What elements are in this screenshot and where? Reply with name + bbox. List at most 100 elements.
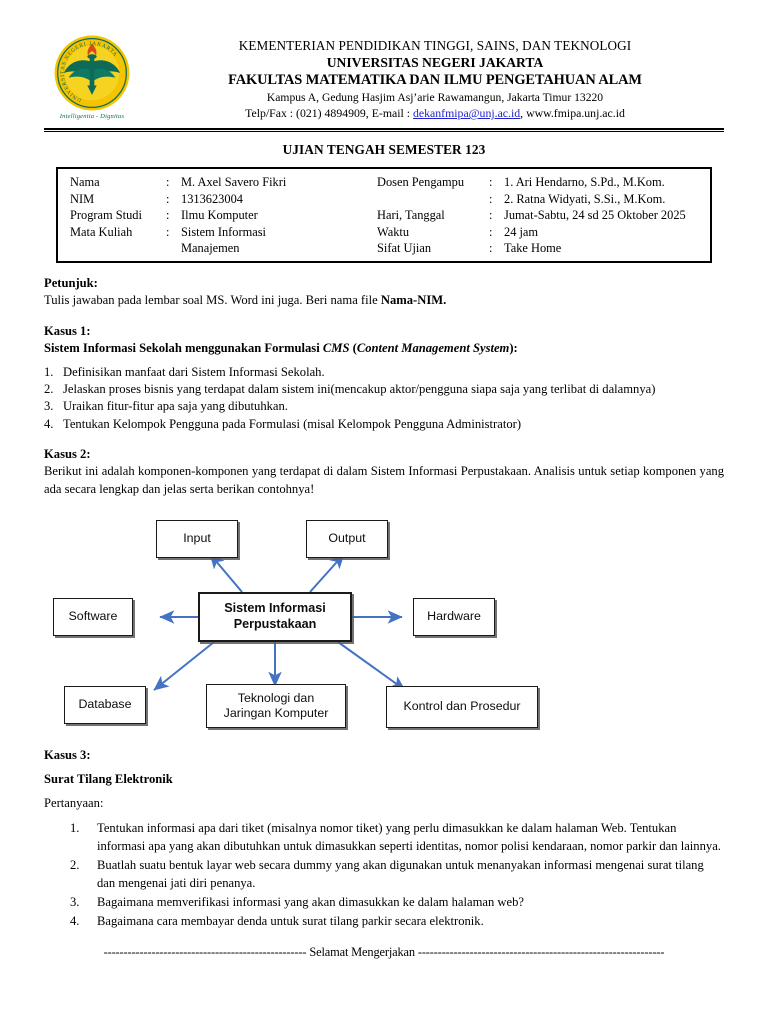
list-item: 2. Jelaskan proses bisnis yang terdapat … [44, 381, 724, 398]
node-label: Output [328, 531, 366, 546]
info-value: Manajemen [181, 240, 240, 255]
university-line: UNIVERSITAS NEGERI JAKARTA [326, 54, 544, 70]
info-value: Jumat-Sabtu, 24 sd 25 Oktober 2025 [504, 208, 686, 223]
footer-closing: ----------------------------------------… [44, 945, 724, 960]
node-label-line2: Jaringan Komputer [223, 705, 329, 720]
info-label: Waktu [377, 224, 410, 239]
university-seal-icon: UNIVERSITAS NEGERI JAKARTA [54, 35, 130, 111]
info-colon: : [166, 224, 170, 239]
info-colon: : [166, 208, 170, 223]
table-row: NIM : 1313623004 : 2. Ratna Widyati, S.S… [58, 191, 710, 207]
diagram-node-input: Input [156, 519, 238, 558]
info-label: Dosen Pengampu [377, 175, 465, 190]
info-value: 1313623004 [181, 191, 243, 206]
list-item: 1. Definisikan manfaat dari Sistem Infor… [44, 364, 724, 381]
list-number: 2. [44, 382, 54, 397]
diagram-node-teknologi: Teknologi dan Jaringan Komputer [206, 683, 346, 728]
list-number: 4. [44, 416, 54, 431]
node-label: Hardware [427, 609, 481, 624]
exam-info-box: Nama : M. Axel Savero Fikri Dosen Pengam… [56, 167, 712, 264]
kasus1-sub-a: Sistem Informasi Sekolah menggunakan For… [44, 340, 323, 355]
list-number: 1. [70, 821, 80, 836]
kasus3-subheading: Surat Tilang Elektronik [44, 771, 173, 786]
list-text: Buatlah suatu bentuk layar web secara du… [97, 858, 704, 890]
info-colon: : [489, 224, 493, 239]
node-label-line1: Teknologi dan [237, 690, 315, 705]
letterhead: UNIVERSITAS NEGERI JAKARTA Intelligentia… [44, 0, 724, 122]
contact-suffix: , www.fmipa.unj.ac.id [520, 106, 625, 121]
node-label: Kontrol dan Prosedur [403, 699, 521, 714]
kasus1-heading: Kasus 1: [44, 323, 91, 338]
logo-motto: Intelligentia - Dignitas [59, 113, 125, 120]
petunjuk-filename: Nama-NIM. [380, 293, 447, 308]
list-item: 1. Tentukan informasi apa dari tiket (mi… [70, 820, 724, 856]
info-colon: : [489, 191, 493, 206]
info-label: NIM [70, 191, 95, 206]
contact-prefix: Telp/Fax : (021) 4894909, E-mail : [245, 106, 413, 121]
kasus3-question-label: Pertanyaan: [44, 795, 104, 810]
kasus1-sub-b: ( [349, 340, 357, 355]
diagram-arrows [153, 553, 406, 691]
ministry-line: KEMENTERIAN PENDIDIKAN TINGGI, SAINS, DA… [238, 38, 632, 53]
diagram-node-center: Sistem Informasi Perpustakaan [198, 591, 352, 642]
letterhead-text: KEMENTERIAN PENDIDIKAN TINGGI, SAINS, DA… [140, 30, 724, 122]
list-item: 4. Tentukan Kelompok Pengguna pada Formu… [44, 416, 724, 433]
node-label: Input [183, 531, 211, 546]
table-row: Manajemen Sifat Ujian : Take Home [58, 240, 710, 256]
list-number: 3. [44, 399, 54, 414]
kasus2-intro: Berikut ini adalah komponen-komponen yan… [44, 464, 724, 496]
info-colon: : [489, 240, 493, 255]
kasus1-subheading: Sistem Informasi Sekolah menggunakan For… [44, 340, 724, 357]
diagram-node-hardware: Hardware [413, 597, 495, 636]
info-label: Program Studi [70, 208, 142, 223]
info-value: 24 jam [504, 224, 539, 239]
petunjuk-text-a: Tulis jawaban pada lembar soal MS. Word … [44, 293, 381, 308]
info-value: 1. Ari Hendarno, S.Pd., M.Kom. [504, 175, 665, 190]
info-colon: : [166, 175, 170, 190]
info-value: Ilmu Komputer [181, 208, 258, 223]
info-value: M. Axel Savero Fikri [181, 175, 287, 190]
email-link[interactable]: dekanfmipa@unj.ac.id [413, 106, 521, 121]
info-value: 2. Ratna Widyati, S.Si., M.Kom. [504, 191, 666, 206]
list-number: 2. [70, 858, 80, 873]
diagram-node-output: Output [306, 519, 388, 558]
address-line: Kampus A, Gedung Hasjim Asj’arie Rawaman… [266, 91, 604, 105]
kasus1-cms: CMS [322, 340, 350, 355]
petunjuk-text: Tulis jawaban pada lembar soal MS. Word … [44, 292, 724, 309]
footer-dashes-left: ----------------------------------------… [103, 944, 307, 959]
info-label [58, 240, 166, 256]
list-item: 3. Bagaimana memverifikasi informasi yan… [70, 894, 724, 912]
info-colon: : [489, 175, 493, 190]
list-text: Tentukan Kelompok Pengguna pada Formulas… [63, 416, 522, 431]
info-colon: : [166, 191, 170, 206]
info-label: Mata Kuliah [70, 224, 133, 239]
header-divider [44, 128, 724, 133]
info-colon [166, 240, 176, 256]
diagram-node-kontrol: Kontrol dan Prosedur [386, 685, 538, 728]
document-body: Petunjuk: Tulis jawaban pada lembar soal… [44, 275, 724, 959]
kasus1-sub-c: ): [509, 340, 518, 355]
kasus3-list: 1. Tentukan informasi apa dari tiket (mi… [70, 820, 724, 930]
exam-title: UJIAN TENGAH SEMESTER 123 [282, 142, 486, 158]
list-text: Bagaimana memverifikasi informasi yang a… [97, 894, 524, 909]
kasus3-heading: Kasus 3: [44, 747, 91, 762]
info-colon: : [489, 208, 493, 223]
info-label: Nama [70, 175, 100, 190]
list-number: 3. [70, 894, 80, 909]
list-text: Bagaimana cara membayar denda untuk sura… [97, 913, 484, 928]
system-components-diagram: Sistem Informasi Perpustakaan Input Outp… [42, 508, 722, 740]
info-value: Sistem Informasi [181, 224, 267, 239]
table-row: Nama : M. Axel Savero Fikri Dosen Pengam… [58, 174, 710, 190]
info-value: Take Home [504, 240, 562, 255]
center-label-line2: Perpustakaan [233, 616, 317, 631]
faculty-line: FAKULTAS MATEMATIKA DAN ILMU PENGETAHUAN… [228, 72, 642, 89]
contact-line: Telp/Fax : (021) 4894909, E-mail : dekan… [146, 106, 724, 122]
list-item: 4. Bagaimana cara membayar denda untuk s… [70, 913, 724, 931]
node-label: Database [78, 697, 132, 712]
footer-text: Selamat Mengerjakan [306, 944, 418, 959]
list-text: Tentukan informasi apa dari tiket (misal… [97, 821, 721, 854]
list-number: 4. [70, 913, 80, 928]
node-label: Software [68, 609, 118, 624]
table-row: Mata Kuliah : Sistem Informasi Waktu : 2… [58, 224, 710, 240]
list-text: Uraikan fitur-fitur apa saja yang dibutu… [63, 399, 288, 414]
